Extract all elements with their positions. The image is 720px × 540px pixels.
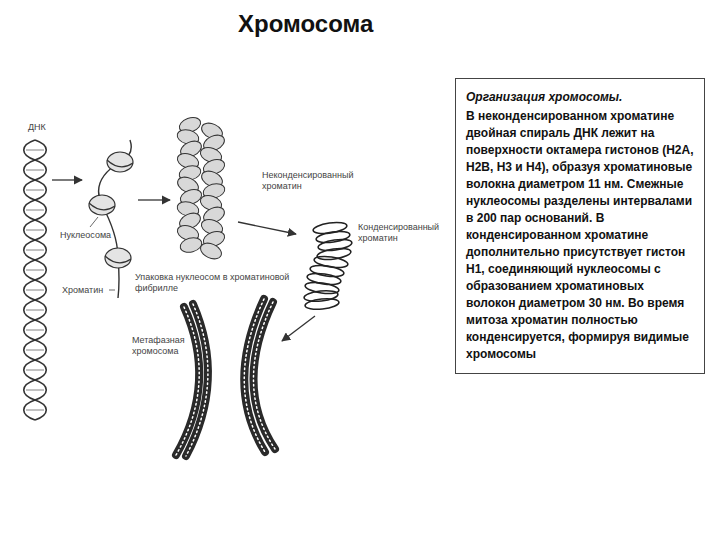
stage-arrow xyxy=(52,180,315,341)
part-label: ДНК xyxy=(28,122,46,133)
dna-helix xyxy=(24,140,47,420)
part-label: Хроматин xyxy=(62,285,103,296)
chromatin-fibre xyxy=(175,115,227,262)
nucleosome-string xyxy=(89,140,133,298)
part-label: Упаковка нуклеосом в хроматиновой фибрил… xyxy=(135,272,295,294)
panel-heading: Организация хромосомы. xyxy=(466,89,694,106)
part-label: Конденсированный хроматин xyxy=(358,222,450,244)
metaphase-chromosome xyxy=(176,299,275,456)
part-label: Нуклеосома xyxy=(60,230,111,241)
part-label: Неконденсированный хроматин xyxy=(262,170,357,192)
panel-body: В неконденсированном хроматине двойная с… xyxy=(466,108,694,363)
part-label: Метафазная хромосома xyxy=(132,335,190,357)
diagram-title: Хромосома xyxy=(238,10,373,38)
condensed-coil xyxy=(304,221,353,311)
leader-line xyxy=(90,217,115,290)
text-panel: Организация хромосомы. В неконденсированн… xyxy=(455,78,705,374)
